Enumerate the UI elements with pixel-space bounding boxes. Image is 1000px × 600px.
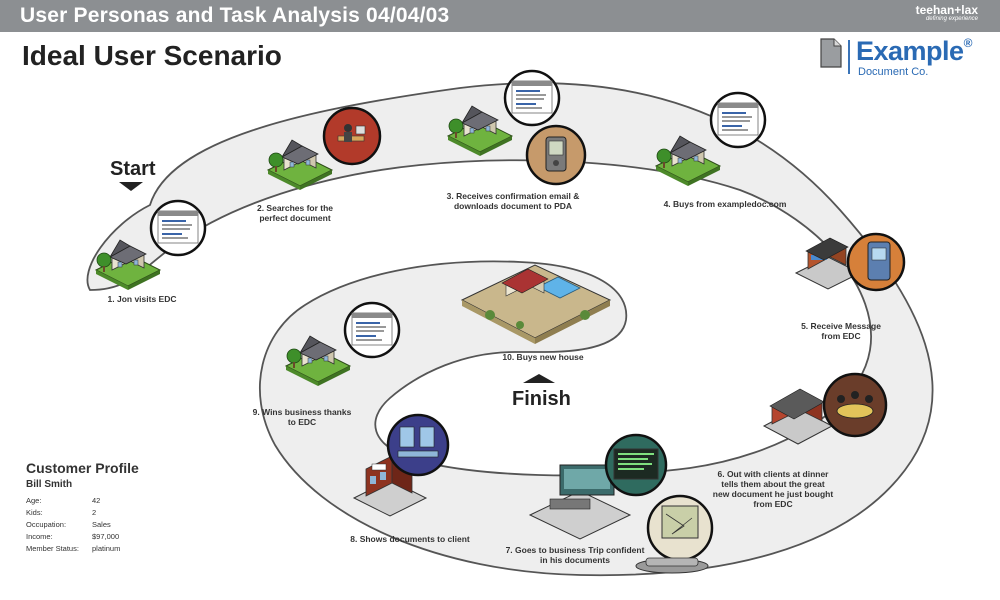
step-7-label: 7. Goes to business Trip confident in hi… bbox=[505, 545, 645, 565]
finish-label: Finish bbox=[512, 388, 571, 410]
profile-name: Bill Smith bbox=[26, 479, 73, 490]
profile-row-occupation: Occupation: Sales bbox=[26, 520, 226, 532]
profile-value: Sales bbox=[92, 520, 111, 529]
header-bar: User Personas and Task Analysis 04/04/03… bbox=[0, 0, 1000, 32]
step-8-illustration bbox=[352, 413, 450, 517]
step-10-illustration bbox=[460, 264, 612, 344]
start-arrow bbox=[119, 182, 143, 191]
document-icon bbox=[820, 38, 842, 68]
profile-key: Kids: bbox=[26, 508, 43, 517]
brand-tagline: defining experience bbox=[925, 16, 978, 22]
profile-value: platinum bbox=[92, 544, 121, 553]
header-title: User Personas and Task Analysis 04/04/03 bbox=[20, 4, 450, 27]
logo-trademark: ® bbox=[963, 36, 973, 50]
profile-value: 2 bbox=[92, 508, 97, 517]
profile-key: Income: bbox=[26, 532, 53, 541]
profile-key: Member Status: bbox=[26, 544, 79, 553]
company-logo: Example® Document Co. bbox=[818, 36, 988, 80]
brand-name: teehan+lax bbox=[915, 3, 978, 17]
profile-row-kids: Kids: 2 bbox=[26, 508, 226, 520]
step-4-label: 4. Buys from exampledoc.com bbox=[663, 199, 787, 209]
step-2-illustration bbox=[267, 106, 382, 191]
step-1-label: 1. Jon visits EDC bbox=[107, 294, 177, 304]
step-6-illustration bbox=[762, 372, 888, 445]
logo-subtitle: Document Co. bbox=[858, 66, 929, 78]
profile-value: $97,000 bbox=[92, 532, 120, 541]
profile-heading: Customer Profile bbox=[26, 460, 139, 476]
profile-row-age: Age: 42 bbox=[26, 496, 226, 508]
step-5-illustration bbox=[794, 232, 906, 292]
step-3-illustration bbox=[447, 69, 587, 186]
profile-row-income: Income: $97,000 bbox=[26, 532, 226, 544]
finish-arrow bbox=[523, 374, 555, 383]
step-8-label: 8. Shows documents to client bbox=[350, 534, 470, 544]
step-3-label: 3. Receives confirmation email & downloa… bbox=[446, 191, 580, 211]
step-5-label: 5. Receive Message from EDC bbox=[801, 321, 881, 341]
step-7-illustration bbox=[528, 433, 714, 574]
profile-value: 42 bbox=[92, 496, 101, 505]
profile-key: Age: bbox=[26, 496, 42, 505]
step-6-label: 6. Out with clients at dinner tells them… bbox=[712, 469, 834, 509]
profile-key: Occupation: bbox=[26, 520, 67, 529]
page-title: Ideal User Scenario bbox=[22, 40, 282, 71]
step-10-label: 10. Buys new house bbox=[502, 352, 584, 362]
profile-row-member-status: Member Status: platinum bbox=[26, 544, 226, 556]
start-label: Start bbox=[110, 158, 156, 180]
logo-name-text: Example bbox=[856, 36, 964, 66]
step-9-label: 9. Wins business thanks to EDC bbox=[252, 407, 352, 427]
brand-logo: teehan+lax defining experience bbox=[915, 3, 978, 23]
logo-divider bbox=[848, 40, 850, 74]
step-2-label: 2. Searches for the perfect document bbox=[256, 203, 334, 223]
logo-name: Example® bbox=[856, 36, 972, 67]
customer-profile: Customer Profile Bill Smith Age: 42 Kids… bbox=[26, 460, 226, 556]
